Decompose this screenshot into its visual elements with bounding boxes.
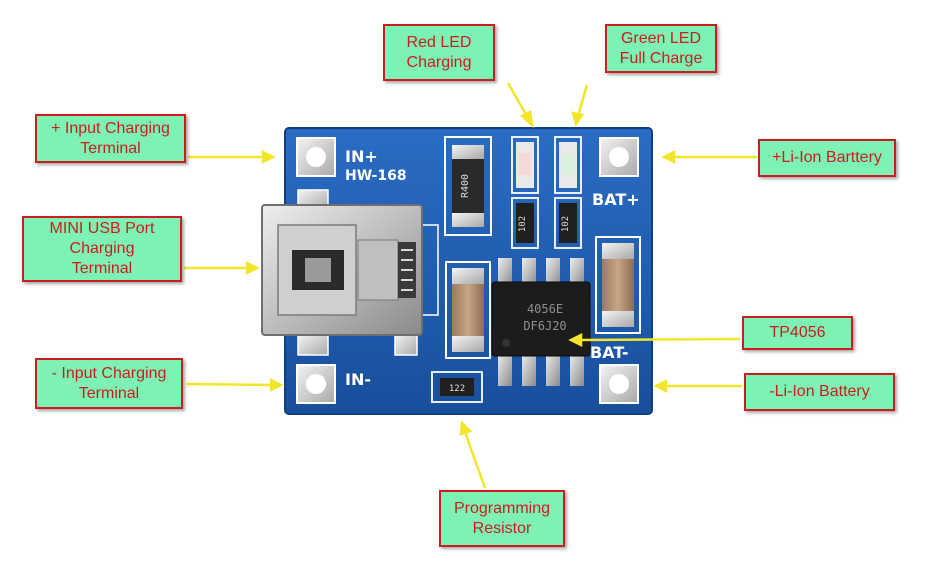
pad-in-minus: [296, 364, 336, 404]
callout-mini-usb-line3: Terminal: [71, 260, 133, 277]
arrow-prog-resistor: [463, 431, 487, 489]
input-capacitor: [445, 261, 491, 359]
arrow-tp4056: [579, 337, 741, 342]
callout-input-plus: + Input Charging Terminal: [35, 114, 186, 163]
led-resistor-1: [511, 197, 539, 249]
arrow-input-minus: [185, 382, 273, 387]
callout-green-led-line1: Green LED: [620, 29, 702, 47]
led-resistor-2-mark: 102: [561, 216, 571, 232]
callout-mini-usb-line2: Charging: [69, 240, 135, 257]
callout-red-led: Red LED Charging: [383, 24, 495, 81]
arrow-battery-minus-head: [653, 378, 668, 394]
pad-bat-plus: [599, 137, 639, 177]
pad-bat-minus: [599, 364, 639, 404]
callout-battery-minus: -Li-Ion Battery: [744, 373, 895, 411]
mini-usb-connector: [261, 204, 423, 336]
callout-green-led: Green LED Full Charge: [605, 24, 717, 73]
tp4056-ic: [491, 258, 591, 386]
sense-resistor: [444, 136, 492, 236]
arrow-mini-usb-head: [245, 260, 260, 276]
arrow-prog-resistor-head: [459, 420, 473, 436]
arrow-green-led: [576, 84, 589, 117]
callout-prog-resistor: Programming Resistor: [439, 490, 565, 547]
callout-mini-usb: MINI USB Port Charging Terminal: [22, 216, 182, 282]
callout-battery-plus: +Li-Ion Barttery: [758, 139, 896, 177]
arrow-red-led-head: [519, 110, 534, 129]
callout-red-led-line1: Red LED: [406, 33, 472, 51]
arrow-green-led-head: [571, 111, 585, 127]
callout-tp4056: TP4056: [742, 316, 853, 350]
callout-input-plus-line1: + Input Charging: [51, 119, 170, 137]
sense-resistor-mark: R400: [460, 174, 471, 198]
green-led-component: [554, 136, 582, 194]
silk-model: HW-168: [345, 168, 407, 184]
led-resistor-1-mark: 102: [518, 216, 528, 232]
callout-red-led-line2: Charging: [406, 53, 472, 71]
callout-arrows: [184, 82, 757, 489]
callout-prog-resistor-line2: Resistor: [472, 519, 532, 537]
callout-input-minus: - Input Charging Terminal: [35, 358, 183, 409]
arrow-battery-plus-head: [661, 149, 676, 165]
arrow-red-led: [506, 82, 530, 119]
silk-bat-plus: BAT+: [592, 190, 640, 209]
silk-bat-minus: BAT-: [590, 343, 629, 362]
pad-in-plus: [296, 137, 336, 177]
ic-mark-line2: DF6J20: [523, 319, 566, 333]
red-led-component: [511, 136, 539, 194]
programming-resistor-component: [431, 371, 483, 403]
arrow-input-plus-head: [261, 149, 276, 165]
callout-battery-plus-line1: +Li-Ion Barttery: [772, 149, 882, 166]
arrow-tp4056-head: [568, 332, 583, 348]
callout-mini-usb-line1: MINI USB Port: [49, 220, 155, 237]
arrow-input-minus-head: [269, 377, 284, 393]
silk-in-minus: IN-: [345, 370, 371, 389]
led-resistor-2: [554, 197, 582, 249]
callout-input-minus-line1: - Input Charging: [51, 364, 167, 382]
callout-tp4056-line1: TP4056: [769, 324, 826, 341]
battery-capacitor: [595, 236, 641, 334]
callout-input-minus-line2: Terminal: [78, 384, 140, 402]
ic-mark-line1: 4056E: [527, 302, 563, 316]
silk-in-plus: IN+: [345, 147, 378, 166]
callout-input-plus-line2: Terminal: [80, 139, 141, 157]
callout-battery-minus-line1: -Li-Ion Battery: [769, 383, 870, 400]
prog-resistor-mark: 122: [449, 384, 465, 394]
callout-green-led-line2: Full Charge: [619, 49, 703, 67]
callout-prog-resistor-line1: Programming: [453, 499, 551, 517]
